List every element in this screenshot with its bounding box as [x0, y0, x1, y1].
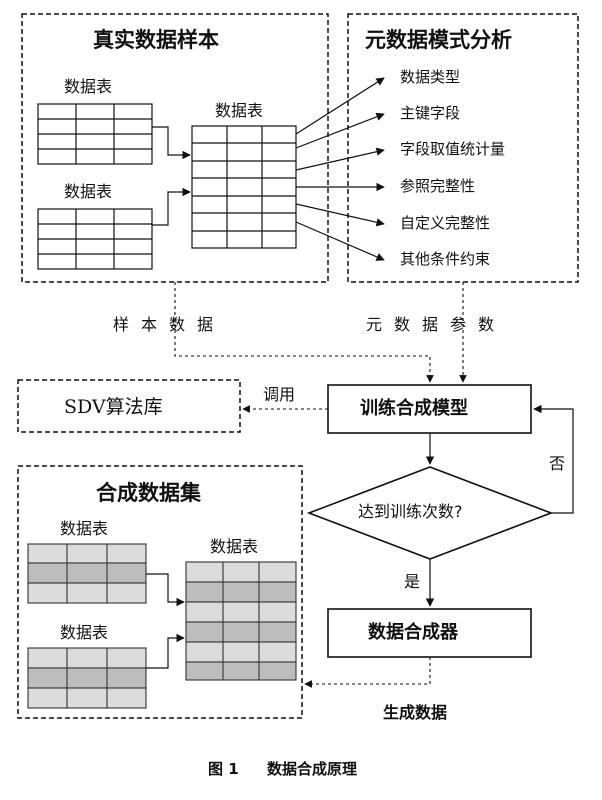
meta-arrows	[295, 77, 385, 261]
sample-data-label: 样本数据	[113, 315, 226, 334]
call-label: 调用	[263, 385, 296, 404]
generated-data-label: 生成数据	[383, 703, 448, 722]
meta-item-custom-integrity: 自定义完整性	[400, 214, 491, 232]
synthetic-merge-arrow-top	[146, 573, 185, 607]
real-table-left-bottom-label: 数据表	[64, 182, 113, 201]
real-table-left-top	[37, 103, 153, 165]
real-sample-frame	[21, 13, 329, 283]
synthetic-table-left-bottom-label: 数据表	[60, 623, 109, 642]
real-merge-arrow-top	[152, 126, 191, 160]
synthetic-table-left-top-label: 数据表	[60, 519, 109, 538]
synthetic-table-left-bottom	[27, 647, 147, 709]
figure-number: 图 1	[208, 760, 239, 778]
meta-item-data-type: 数据类型	[400, 68, 461, 86]
no-loop-arrow	[533, 404, 574, 514]
meta-analysis-title: 元数据模式分析	[365, 28, 512, 52]
synthetic-set-frame	[17, 465, 303, 719]
synthetic-set-title: 合成数据集	[96, 481, 201, 505]
meta-item-field-stats: 字段取值统计量	[400, 140, 506, 158]
yes-label: 是	[404, 572, 421, 591]
synthetic-table-right	[185, 561, 297, 681]
sdv-library-box	[17, 379, 241, 433]
meta-params-label: 元数据参数	[366, 315, 507, 334]
real-table-left-top-label: 数据表	[64, 77, 113, 96]
synthesizer-box	[327, 608, 532, 658]
meta-item-other-constraints: 其他条件约束	[400, 250, 491, 268]
meta-item-primary-key: 主键字段	[400, 104, 461, 122]
meta-item-referential-integrity: 参照完整性	[400, 177, 476, 195]
synthetic-table-left-top	[27, 543, 147, 604]
no-label: 否	[549, 454, 566, 473]
figure-caption: 数据合成原理	[267, 760, 358, 778]
train-model-label: 训练合成模型	[360, 398, 468, 419]
real-table-right-label: 数据表	[215, 101, 264, 120]
sample-data-flow	[174, 282, 434, 383]
synthetic-table-right-label: 数据表	[210, 537, 259, 556]
synthetic-merge-arrow-bottom	[146, 633, 185, 669]
generated-data-flow	[304, 657, 431, 688]
real-merge-arrow-bottom	[152, 187, 191, 226]
real-table-right	[191, 125, 297, 249]
real-table-left-bottom	[37, 208, 153, 270]
real-sample-title: 真实数据样本	[93, 28, 219, 52]
sdv-library-label: SDV算法库	[64, 396, 163, 418]
synthesizer-label: 数据合成器	[368, 622, 458, 643]
train-model-box	[327, 384, 532, 434]
decision-label: 达到训练次数?	[358, 502, 463, 521]
